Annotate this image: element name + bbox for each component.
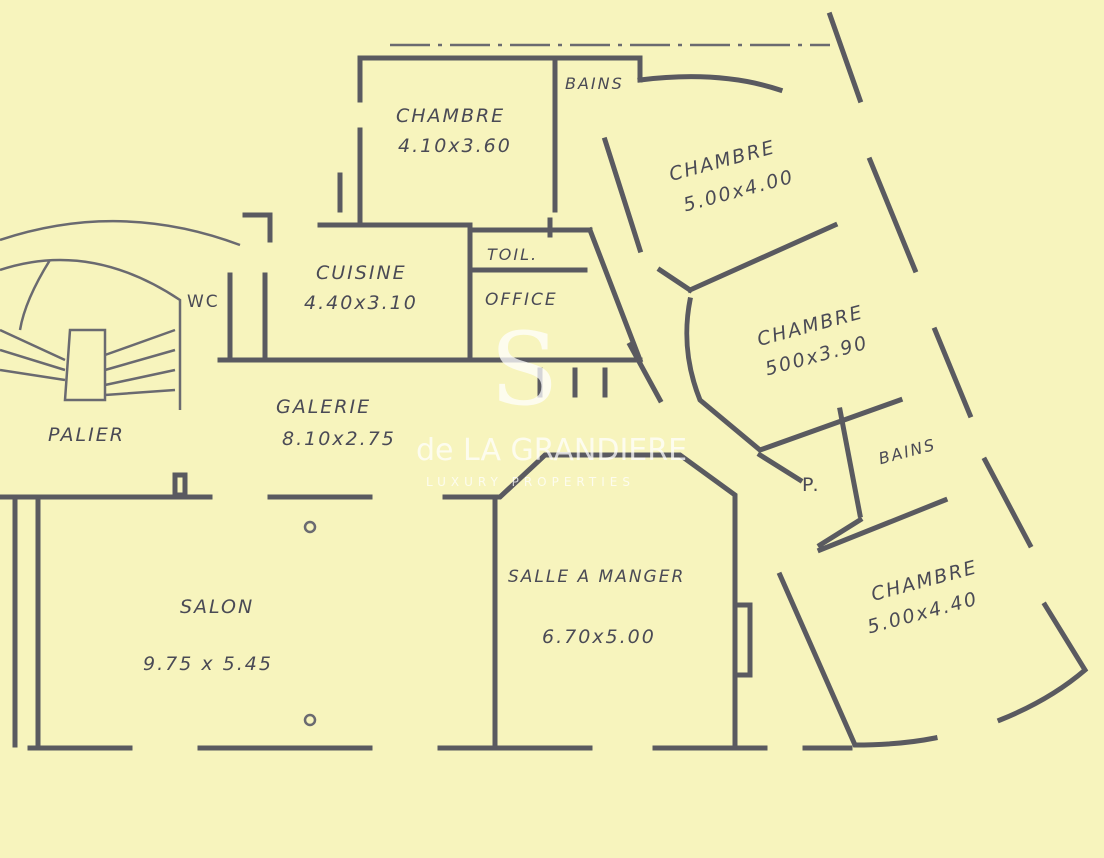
room-label: BAINS [565,74,624,93]
room-label: GALERIE [276,396,372,418]
wall [776,11,1089,748]
wall [737,602,753,678]
room-label: PALIER [48,424,125,446]
wall [12,497,853,751]
room-label: P. [802,474,821,496]
wall [0,452,738,748]
watermark-subtitle: LUXURY PROPERTIES [426,475,635,489]
room-label: TOIL. [487,245,539,264]
column [303,713,317,727]
wall [172,472,188,498]
watermark-title: de LA GRANDIERE [416,433,688,468]
staircase [0,220,241,410]
room-label: SALON [180,596,255,618]
wall [601,74,949,554]
room-size: 4.10x3.60 [398,135,512,157]
room-size: 6.70x5.00 [542,626,656,648]
room-label: CUISINE [316,262,407,284]
room-size: 4.40x3.10 [304,292,418,314]
wall [217,341,664,404]
room-label: WC [187,292,220,312]
room-label: SALLE A MANGER [508,567,686,587]
room-size: 9.75 x 5.45 [143,653,273,675]
wall [317,55,644,364]
room-label: CHAMBRE [396,105,506,127]
wall [227,212,273,363]
room-label: OFFICE [485,290,558,310]
room-size: 8.10x2.75 [282,428,396,450]
column [303,520,317,534]
watermark-logo: S [490,311,559,428]
